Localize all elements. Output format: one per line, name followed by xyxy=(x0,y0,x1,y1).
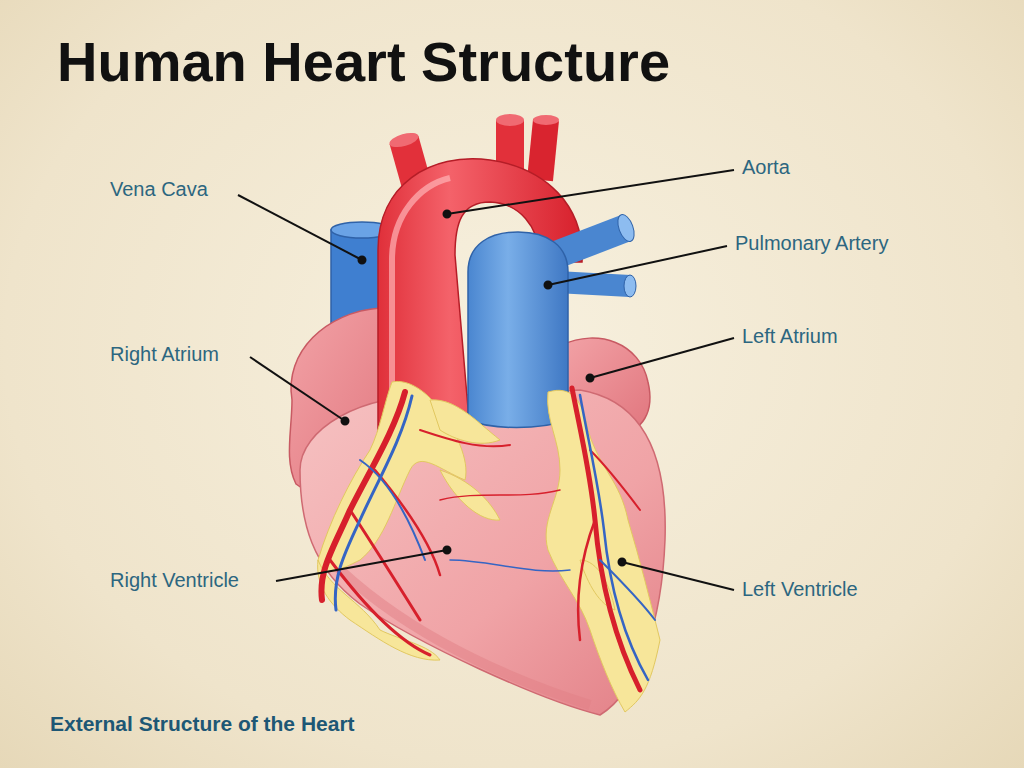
part-label: Vena Cava xyxy=(110,178,208,201)
coronary-fat xyxy=(318,381,660,712)
leader-lines xyxy=(238,170,734,590)
part-label: Right Ventricle xyxy=(110,569,239,592)
part-label: Left Atrium xyxy=(742,325,838,348)
part-label: Aorta xyxy=(742,156,790,179)
part-label: Pulmonary Artery xyxy=(735,232,888,255)
diagram-caption: External Structure of the Heart xyxy=(50,712,355,736)
part-label: Right Atrium xyxy=(110,343,219,366)
diagram-title: Human Heart Structure xyxy=(57,30,670,94)
part-label: Left Ventricle xyxy=(742,578,858,601)
coronary-vessels xyxy=(321,388,655,690)
